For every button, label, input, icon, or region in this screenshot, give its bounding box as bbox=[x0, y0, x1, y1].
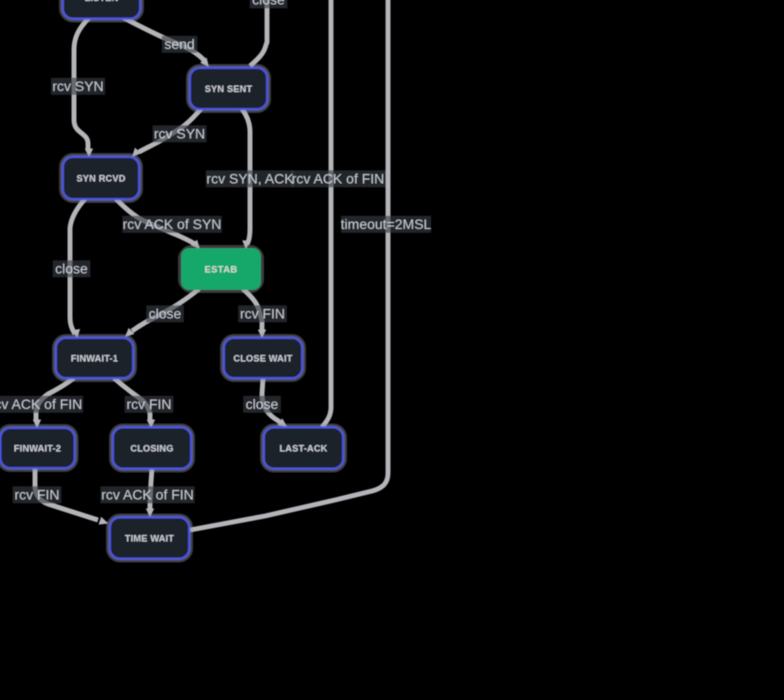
svg-text:FINWAIT-1: FINWAIT-1 bbox=[71, 354, 118, 364]
svg-text:close: close bbox=[55, 261, 88, 277]
svg-text:send: send bbox=[164, 36, 194, 52]
svg-text:rcv SYN: rcv SYN bbox=[154, 126, 205, 142]
svg-text:SYN SENT: SYN SENT bbox=[205, 84, 253, 94]
svg-text:ESTAB: ESTAB bbox=[204, 264, 237, 275]
svg-text:rcv ACK of SYN: rcv ACK of SYN bbox=[123, 216, 222, 232]
svg-text:SYN RCVD: SYN RCVD bbox=[76, 174, 125, 184]
svg-text:close: close bbox=[252, 0, 285, 8]
svg-text:LAST-ACK: LAST-ACK bbox=[279, 444, 327, 454]
svg-text:TIME WAIT: TIME WAIT bbox=[125, 534, 174, 544]
svg-text:timeout=2MSL: timeout=2MSL bbox=[341, 216, 432, 232]
svg-text:rcv ACK of FIN: rcv ACK of FIN bbox=[101, 487, 194, 503]
svg-text:rcv ACK of FIN: rcv ACK of FIN bbox=[292, 171, 385, 187]
svg-text:close: close bbox=[246, 396, 279, 412]
svg-text:rcv FIN: rcv FIN bbox=[240, 306, 285, 322]
svg-text:CLOSE WAIT: CLOSE WAIT bbox=[233, 354, 292, 364]
svg-text:rcv FIN: rcv FIN bbox=[126, 396, 171, 412]
svg-text:close: close bbox=[149, 306, 182, 322]
svg-text:rcv ACK of FIN: rcv ACK of FIN bbox=[0, 396, 82, 412]
svg-text:FINWAIT-2: FINWAIT-2 bbox=[14, 444, 61, 454]
svg-text:LISTEN: LISTEN bbox=[85, 0, 119, 3]
svg-text:rcv FIN: rcv FIN bbox=[14, 487, 59, 503]
svg-text:CLOSING: CLOSING bbox=[130, 444, 173, 454]
svg-text:rcv SYN: rcv SYN bbox=[52, 78, 103, 94]
svg-text:rcv SYN, ACK: rcv SYN, ACK bbox=[206, 171, 294, 187]
